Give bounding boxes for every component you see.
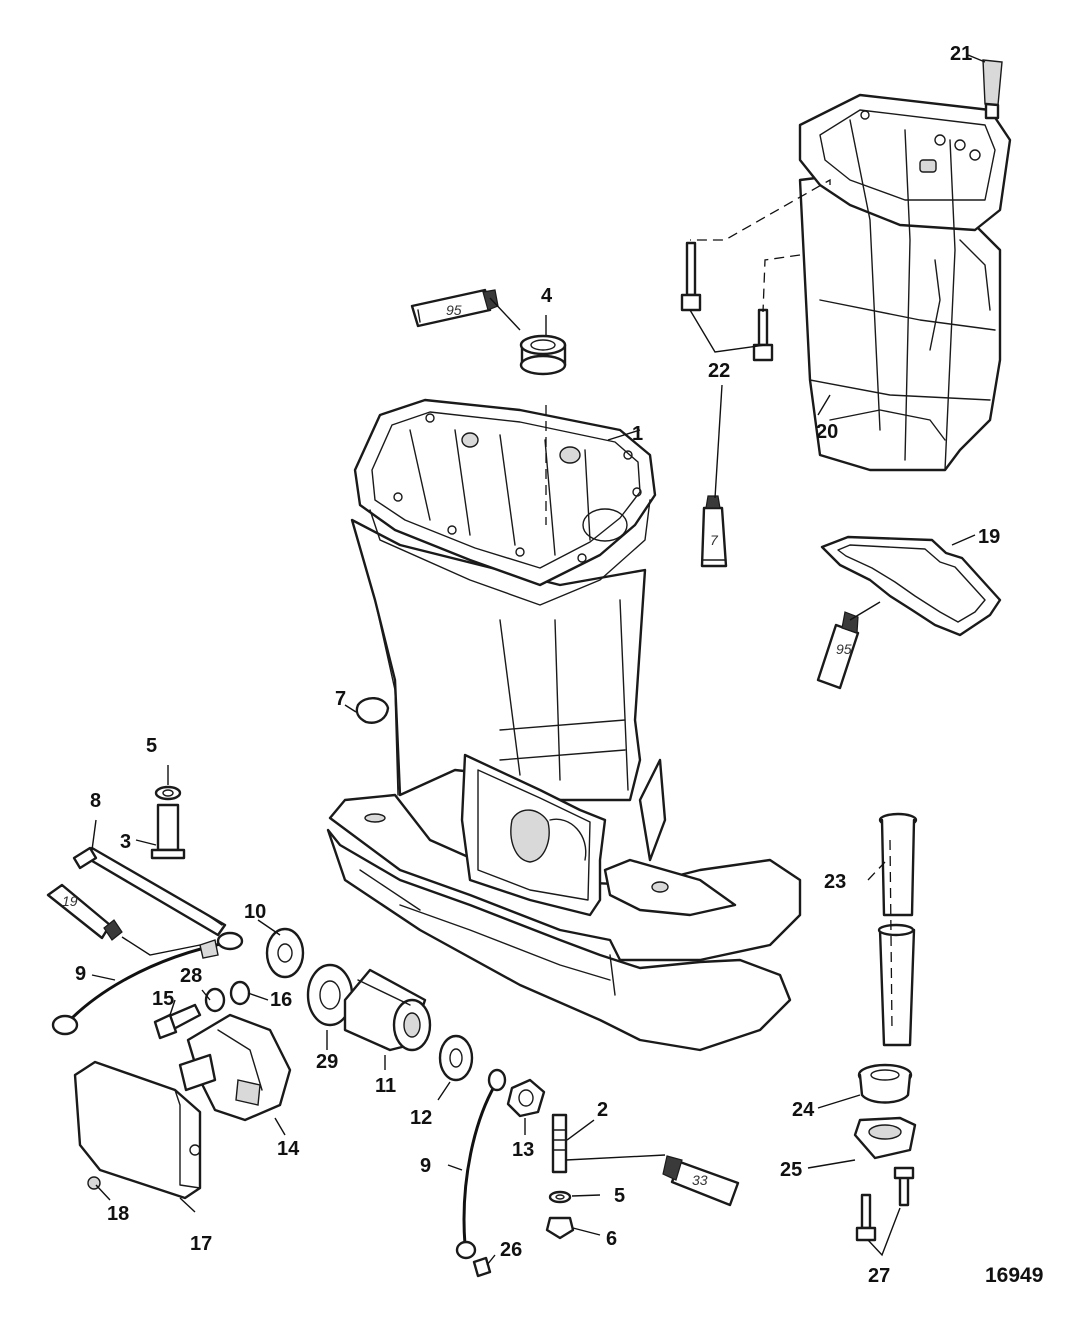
leader-lines	[91, 54, 986, 1266]
callout-27: 27	[868, 1265, 890, 1287]
sealant-tube-label-95-top: 95	[446, 302, 462, 318]
callout-24: 24	[792, 1099, 815, 1121]
sealant-tube-95-top: 95	[410, 288, 499, 328]
callout-22: 22	[708, 360, 730, 382]
nut-13	[506, 1078, 546, 1118]
washer-12	[438, 1034, 474, 1082]
bolts-22	[680, 241, 774, 362]
washer-10	[265, 927, 305, 979]
callout-14: 14	[277, 1138, 300, 1160]
callout-13: 13	[512, 1139, 534, 1161]
callout-20: 20	[816, 421, 838, 443]
callout-5-lower: 5	[614, 1185, 625, 1207]
driveshaft-housing	[326, 398, 802, 1052]
ground-strap-upper	[51, 931, 244, 1036]
rubber-mount	[343, 968, 432, 1052]
exhaust-adapter-housing	[798, 93, 1012, 472]
grommet	[519, 334, 567, 376]
callout-8: 8	[90, 790, 101, 812]
callout-9-upper: 9	[75, 963, 86, 985]
callout-26: 26	[500, 1239, 522, 1261]
sealant-tube-label-7: 7	[710, 532, 719, 548]
stud-washer-nut	[545, 1113, 575, 1240]
plug	[355, 697, 390, 724]
callout-6: 6	[606, 1228, 617, 1250]
callout-21: 21	[950, 43, 972, 65]
callout-1: 1	[632, 423, 643, 445]
sealant-tube-33: 33	[662, 1155, 740, 1207]
callout-4: 4	[541, 285, 553, 307]
sealant-tube-label-19: 19	[62, 893, 78, 909]
callout-3: 3	[120, 831, 131, 853]
sealant-tube-7: 7	[700, 495, 728, 568]
callout-12: 12	[410, 1107, 432, 1129]
callout-11: 11	[375, 1075, 396, 1097]
water-screen	[982, 59, 1003, 120]
callout-23: 23	[824, 871, 846, 893]
callout-labels: 1 2 3 4 5 5 6 7 8 9 9 10 11 12 13 14 15 …	[75, 43, 1000, 1287]
callout-2: 2	[597, 1099, 608, 1121]
seal-and-housing	[853, 1063, 917, 1160]
figure-number: 16949	[985, 1264, 1043, 1287]
cover	[73, 1060, 202, 1200]
sealant-tube-19: 19	[46, 883, 123, 941]
callout-17: 17	[190, 1233, 212, 1255]
callout-29: 29	[316, 1051, 338, 1073]
long-bolt	[72, 846, 227, 937]
callout-19: 19	[978, 526, 1000, 548]
bolts-27	[855, 1166, 915, 1242]
ground-strap-lower	[455, 1068, 507, 1260]
sealant-tube-label-33: 33	[692, 1172, 708, 1188]
sealant-tube-label-95-right: 95	[836, 641, 852, 657]
callout-9-lower: 9	[420, 1155, 431, 1177]
screw-26	[472, 1256, 492, 1278]
washer-and-screw	[150, 785, 186, 860]
water-tube	[877, 812, 918, 1047]
callout-10: 10	[244, 901, 266, 923]
gasket	[820, 535, 1002, 637]
callout-5-upper: 5	[146, 735, 157, 757]
callout-15: 15	[152, 988, 174, 1010]
callout-25: 25	[780, 1159, 802, 1181]
callout-16: 16	[270, 989, 292, 1011]
callout-28: 28	[180, 965, 202, 987]
sealant-tube-95-right: 95	[816, 611, 860, 690]
callout-7: 7	[335, 688, 346, 710]
mount-bracket	[178, 1013, 292, 1122]
callout-18: 18	[107, 1203, 129, 1225]
